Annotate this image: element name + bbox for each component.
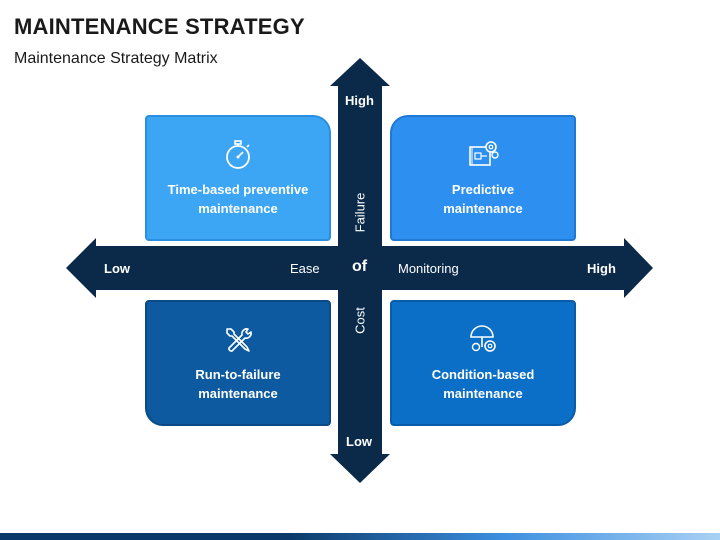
vertical-low-label: Low [346,434,372,449]
quadrant-condition-based: Condition-based maintenance [390,300,576,426]
monitoring-label: Monitoring [398,261,459,276]
cost-label: Cost [352,307,368,334]
horizontal-high-label: High [587,261,616,276]
page-title: MAINTENANCE STRATEGY [14,14,305,39]
center-of-label: of [352,258,368,275]
quadrant-label: Predictive maintenance [443,182,523,216]
quadrant-label: Condition-based maintenance [431,367,535,401]
wrench-screwdriver-icon [226,328,252,352]
quadrant-time-based: Time-based preventive maintenance [145,115,331,241]
quadrant-predictive: Predictive maintenance [390,115,576,241]
quadrant-label: Run-to-failure maintenance [195,367,281,401]
blueprint-gear-icon [469,141,499,166]
quadrant-run-to-failure: Run-to-failure maintenance [145,300,331,426]
umbrella-gear-icon [470,325,496,352]
page-subtitle: Maintenance Strategy Matrix [14,50,218,67]
vertical-high-label: High [345,93,374,108]
horizontal-low-label: Low [104,261,130,276]
quadrant-label: Time-based preventive maintenance [167,182,309,216]
bottom-accent-bar [0,533,720,540]
ease-label: Ease [290,261,320,276]
stopwatch-icon [226,140,250,169]
failure-label: Failure [352,192,368,233]
horizontal-axis-arrow [66,238,653,298]
